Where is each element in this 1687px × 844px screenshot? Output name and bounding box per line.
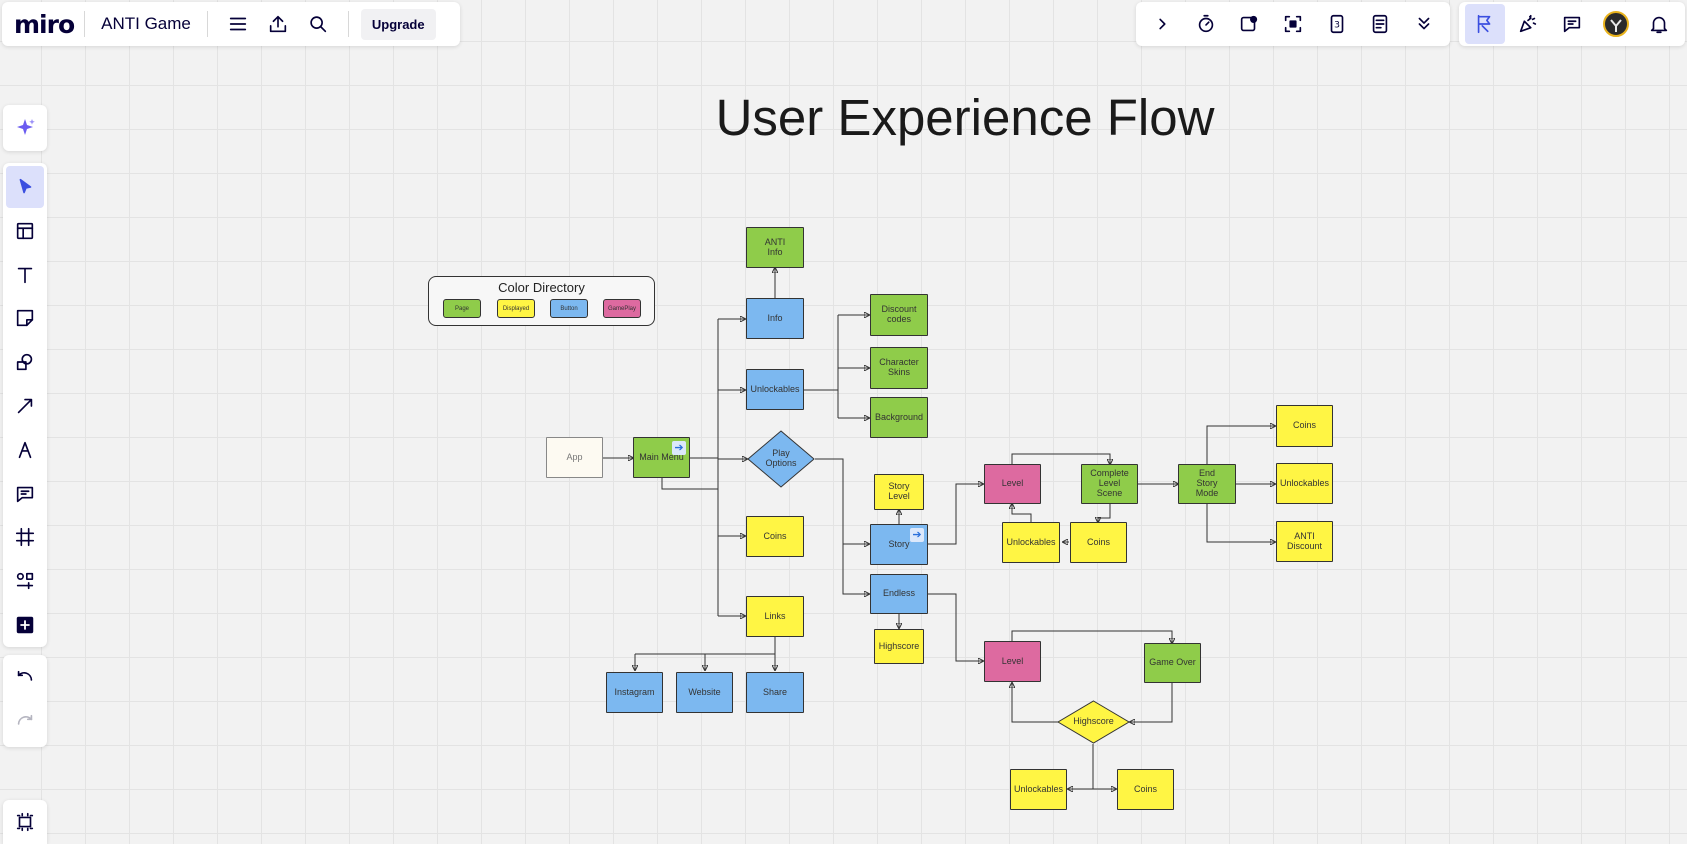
board-heading[interactable]: User Experience Flow (715, 89, 1215, 146)
avatar[interactable] (1596, 4, 1636, 44)
node-coins[interactable]: Coins (746, 516, 804, 557)
node-website[interactable]: Website (676, 672, 733, 713)
legend-displayed[interactable]: Displayed (497, 299, 535, 318)
collaboration-toolbar (1459, 2, 1685, 46)
node-label: Main Menu (639, 451, 684, 462)
comments-icon[interactable] (1552, 4, 1592, 44)
celebrate-icon[interactable] (1508, 4, 1548, 44)
node-level-story[interactable]: Level (984, 464, 1041, 504)
top-right-toolbar: 3 (1136, 2, 1450, 46)
presentation-icon[interactable] (1464, 4, 1505, 44)
export-icon[interactable] (258, 4, 298, 44)
text-icon[interactable] (6, 254, 44, 296)
sparkle-icon (17, 119, 35, 135)
node-level-endless[interactable]: Level (984, 641, 1041, 682)
sticky-note-icon[interactable] (6, 297, 44, 339)
timer-icon[interactable] (1186, 4, 1226, 44)
node-story-unlockables[interactable]: Unlockables (1002, 522, 1060, 563)
node-links[interactable]: Links (746, 596, 804, 637)
node-instagram[interactable]: Instagram (606, 672, 663, 713)
node-main-menu[interactable]: Main Menu ➔ (633, 437, 690, 478)
board-title[interactable]: ANTI Game (101, 14, 191, 33)
node-discount-codes[interactable]: Discount codes (870, 294, 928, 336)
node-complete-level-scene[interactable]: Complete Level Scene (1081, 464, 1138, 504)
comment-icon[interactable] (6, 473, 44, 515)
voting-icon[interactable] (1229, 4, 1269, 44)
node-highscore-display[interactable]: Highscore (874, 629, 924, 664)
node-story-coins[interactable]: Coins (1070, 522, 1127, 563)
legend-gameplay[interactable]: GamePlay (603, 299, 641, 318)
search-icon[interactable] (298, 4, 338, 44)
node-highscore-decision[interactable]: Highscore (1057, 700, 1130, 744)
node-end-story-mode[interactable]: End Story Mode (1178, 464, 1236, 504)
undo-redo-panel (3, 655, 47, 747)
templates-icon[interactable] (6, 210, 44, 252)
color-directory[interactable]: Color Directory Page Displayed Button Ga… (428, 276, 655, 326)
notes-icon[interactable] (1360, 4, 1400, 44)
redo-icon[interactable] (14, 703, 36, 743)
legend-button[interactable]: Button (550, 299, 588, 318)
top-left-toolbar: miro ANTI Game Upgrade (2, 2, 460, 46)
shapes-icon[interactable] (6, 341, 44, 383)
bell-icon[interactable] (1639, 4, 1679, 44)
double-chevron-down-icon[interactable] (1404, 4, 1444, 44)
link-arrow-icon[interactable]: ➔ (910, 528, 924, 542)
add-more-icon[interactable] (6, 604, 44, 646)
node-anti-discount[interactable]: ANTI Discount (1276, 521, 1333, 562)
node-unlockables[interactable]: Unlockables (746, 369, 804, 410)
diamond-shape (1057, 700, 1130, 744)
divider (206, 11, 208, 37)
select-tool[interactable] (6, 166, 44, 208)
pen-icon[interactable] (6, 429, 44, 471)
frames-panel-button[interactable] (3, 800, 47, 844)
left-toolbar (3, 163, 47, 647)
divider (84, 11, 86, 37)
node-label: Highscore (1073, 716, 1114, 727)
legend-title: Color Directory (498, 280, 585, 295)
svg-text:3: 3 (1334, 20, 1340, 31)
node-game-over[interactable]: Game Over (1144, 643, 1201, 683)
node-info[interactable]: Info (746, 298, 804, 339)
node-share[interactable]: Share (746, 672, 804, 713)
legend-page[interactable]: Page (443, 299, 481, 318)
node-story-level[interactable]: Story Level (874, 474, 924, 510)
frames-icon (16, 812, 34, 832)
node-story[interactable]: Story ➔ (870, 524, 928, 565)
node-character-skins[interactable]: Character Skins (870, 347, 928, 389)
node-endless[interactable]: Endless (870, 574, 928, 614)
node-end-unlockables[interactable]: Unlockables (1276, 463, 1333, 504)
node-endless-coins[interactable]: Coins (1117, 769, 1174, 810)
diamond-shape (747, 430, 815, 488)
node-end-coins[interactable]: Coins (1276, 405, 1333, 447)
link-arrow-icon[interactable]: ➔ (672, 441, 686, 455)
chevron-right-icon[interactable] (1142, 4, 1182, 44)
menu-icon[interactable] (218, 4, 258, 44)
counter-icon[interactable]: 3 (1317, 4, 1357, 44)
node-anti-info[interactable]: ANTI Info (746, 227, 804, 268)
frame-icon[interactable] (6, 517, 44, 559)
connection-line-icon[interactable] (6, 385, 44, 427)
divider (347, 11, 349, 37)
focus-icon[interactable] (1273, 4, 1313, 44)
node-app[interactable]: App (546, 437, 603, 478)
node-play-options[interactable]: Play Options (747, 430, 815, 488)
node-label: Play Options (765, 448, 797, 468)
node-label: Story (888, 538, 910, 549)
ai-assist-button[interactable] (3, 105, 47, 151)
diagram-icon[interactable] (6, 560, 44, 602)
node-endless-unlockables[interactable]: Unlockables (1010, 769, 1067, 810)
node-background[interactable]: Background (870, 397, 928, 438)
miro-logo[interactable]: miro (14, 9, 75, 39)
undo-icon[interactable] (14, 659, 36, 699)
upgrade-button[interactable]: Upgrade (360, 8, 436, 40)
